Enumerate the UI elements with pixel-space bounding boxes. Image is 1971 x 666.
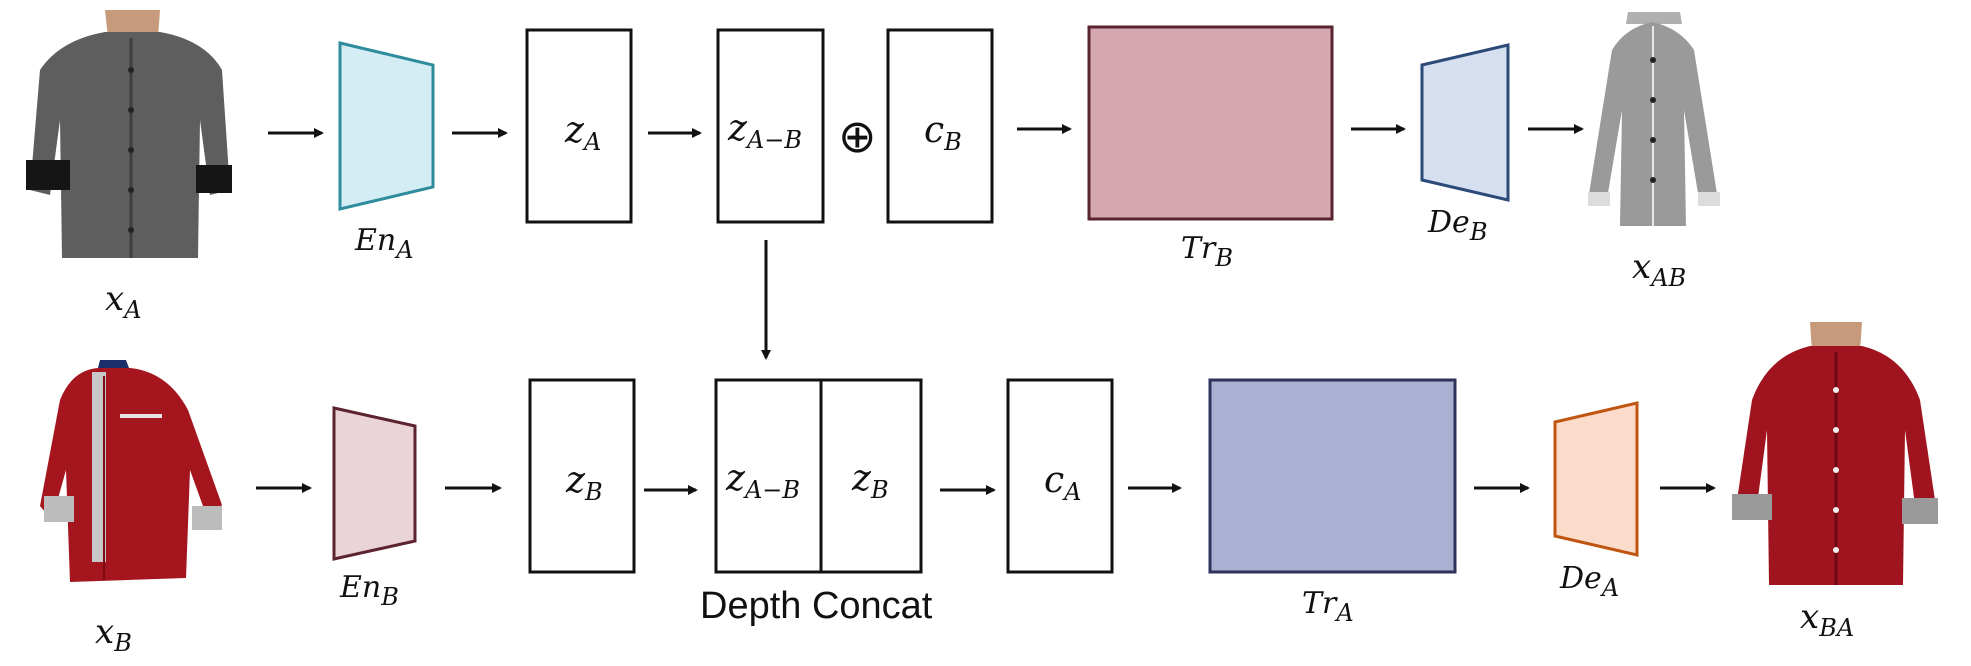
label-zB-concat: zB [851, 458, 889, 504]
decoder-A [1553, 401, 1639, 557]
depth-concat-label: Depth Concat [700, 585, 933, 627]
input-image-xA [26, 10, 233, 260]
label-zAB-top: zA−B [727, 108, 802, 154]
encoder-A [338, 41, 435, 211]
encoder-B [332, 406, 417, 561]
input-image-xB [40, 360, 222, 582]
latent-box-zAB-top [716, 28, 825, 224]
label-cB: cB [924, 110, 962, 156]
label-cA: cA [1044, 460, 1082, 506]
label-DeA: DeA [1559, 561, 1619, 602]
concat-box-zAB [714, 378, 823, 574]
label-zAB-bottom: zA−B [725, 458, 800, 504]
label-xAB: xAB [1632, 247, 1686, 292]
label-zB-bottom: zB [565, 460, 603, 506]
latent-box-zB-bottom [528, 378, 636, 574]
transformer-B [1087, 25, 1334, 221]
label-xA: xA [105, 279, 142, 324]
label-DeB: DeB [1427, 205, 1487, 246]
label-TrB: TrB [1181, 231, 1233, 272]
transformer-A [1208, 378, 1457, 574]
label-xBA: xBA [1800, 597, 1854, 642]
latent-box-zA-top [525, 28, 633, 224]
plus-symbol: ⊕ [838, 109, 877, 163]
label-EnB: EnB [339, 570, 399, 611]
concat-box-zB [819, 378, 923, 574]
output-image-xBA [1732, 322, 1938, 585]
latent-box-cA [1006, 378, 1114, 574]
output-image-xAB [1588, 12, 1720, 226]
decoder-B [1420, 43, 1510, 202]
label-TrA: TrA [1302, 586, 1354, 627]
label-zA-top: zA [564, 110, 601, 156]
label-xB: xB [95, 612, 132, 657]
latent-box-cB [886, 28, 994, 224]
label-EnA: EnA [354, 223, 414, 264]
